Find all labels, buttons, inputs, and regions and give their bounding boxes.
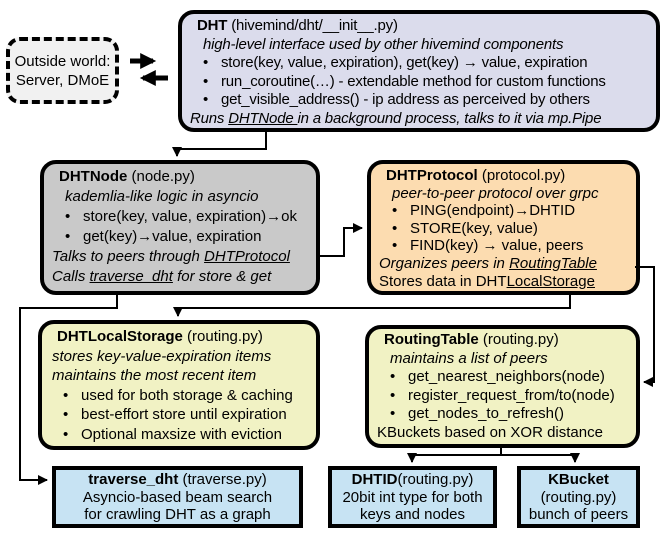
dhtnode-bullet: store(key, value, expiration)→ok bbox=[44, 207, 316, 227]
kbucket-title: KBucket bbox=[548, 471, 609, 488]
dhtprotocol-file-name: (protocol.py) bbox=[481, 167, 566, 184]
dhtlocalstorage-tagline1: stores key-value-expiration items bbox=[52, 347, 272, 365]
dhtnode-note1: Talks to peers through DHTProtocol bbox=[52, 248, 290, 265]
dhtlocalstorage-bullet: used for both storage & caching bbox=[42, 386, 316, 406]
connector-dht-to-dhtnode bbox=[172, 130, 267, 157]
dhtlocalstorage-bullet: Optional maxsize with eviction bbox=[42, 425, 316, 445]
connector-dhtprotocol-to-dhtlocalstorage bbox=[173, 292, 571, 317]
dhtprotocol-bullet: STORE(key, value) bbox=[371, 220, 636, 238]
dht-title: DHT (hivemind/dht/__init__.py) bbox=[182, 17, 656, 36]
dht-box: DHT (hivemind/dht/__init__.py) high-leve… bbox=[178, 10, 660, 132]
dhtlocalstorage-file-name: (routing.py) bbox=[187, 328, 263, 345]
dhtnode-note2: Calls traverse_dht for store & get bbox=[52, 268, 272, 285]
dht-tagline: high-level interface used by other hivem… bbox=[203, 35, 564, 53]
dhtprotocol-tagline: peer-to-peer protocol over grpc bbox=[392, 184, 599, 202]
traversedht-function-name: traverse_dht bbox=[88, 471, 179, 488]
traversedht-box: traverse_dht (traverse.py) Asyncio-based… bbox=[52, 466, 303, 528]
kbucket-file-name: (routing.py) bbox=[540, 488, 617, 506]
dhtid-file-name: (routing.py) bbox=[397, 471, 474, 488]
dht-footer: Runs DHTNode in a background process, ta… bbox=[190, 109, 602, 127]
dhtnode-title: DHTNode (node.py) bbox=[44, 167, 316, 187]
connector-dhtnode-to-dhtprotocol bbox=[317, 223, 363, 257]
dhtlocalstorage-tagline2: maintains the most recent item bbox=[52, 367, 257, 384]
dhtnode-reference: DHTNode bbox=[228, 109, 298, 127]
traversedht-reference: traverse_dht bbox=[89, 268, 173, 285]
routingtable-reference: RoutingTable bbox=[509, 254, 597, 272]
dhtnode-bullet: get(key)→value, expiration bbox=[44, 227, 316, 247]
traversedht-file-name: (traverse.py) bbox=[182, 471, 267, 488]
dht-class-name: DHT bbox=[197, 17, 228, 34]
dht-file-name: (hivemind/dht/__init__.py) bbox=[231, 17, 398, 34]
dhtprotocol-bullet: PING(endpoint)→DHTID bbox=[371, 202, 636, 220]
routingtable-footer: KBuckets based on XOR distance bbox=[377, 423, 603, 441]
dhtlocalstorage-title: DHTLocalStorage (routing.py) bbox=[42, 327, 316, 347]
routingtable-file-name: (routing.py) bbox=[482, 331, 559, 348]
dhtid-line: keys and nodes bbox=[359, 506, 466, 523]
dhtprotocol-note2: Stores data in DHTLocalStorage bbox=[379, 272, 595, 290]
outside-world-box: Outside world: Server, DMoE bbox=[6, 37, 119, 104]
dhtid-class-name: DHTID bbox=[351, 471, 398, 488]
routingtable-bullet: register_request_from/to(node) bbox=[369, 387, 636, 406]
dht-bullet: get_visible_address() - ip address as pe… bbox=[182, 91, 656, 110]
traversedht-line: for crawling DHT as a graph bbox=[84, 506, 271, 523]
routingtable-title: RoutingTable (routing.py) bbox=[369, 331, 636, 350]
kbucket-line: bunch of peers bbox=[528, 506, 629, 523]
dhtprotocol-reference: DHTProtocol bbox=[204, 248, 290, 265]
dhtid-line: 20bit int type for both bbox=[342, 488, 483, 506]
kbucket-box: KBucket (routing.py) bunch of peers bbox=[517, 466, 640, 528]
outside-world-line2: Server, DMoE bbox=[15, 71, 110, 89]
dht-bullet: store(key, value, expiration), get(key) … bbox=[182, 54, 656, 73]
dhtid-title: DHTID(routing.py) bbox=[332, 471, 493, 489]
routingtable-class-name: RoutingTable bbox=[384, 331, 479, 348]
dhtnode-tagline: kademlia-like logic in asyncio bbox=[65, 188, 259, 205]
dhtprotocol-title: DHTProtocol (protocol.py) bbox=[371, 167, 636, 185]
dhtprotocol-class-name: DHTProtocol bbox=[386, 167, 478, 184]
dhtprotocol-box: DHTProtocol (protocol.py) peer-to-peer p… bbox=[367, 160, 640, 295]
routingtable-tagline: maintains a list of peers bbox=[390, 349, 548, 367]
dhtnode-class-name: DHTNode bbox=[59, 168, 128, 185]
localstorage-reference: LocalStorage bbox=[506, 272, 595, 290]
dhtlocalstorage-class-name: DHTLocalStorage bbox=[57, 328, 183, 345]
routingtable-bullet: get_nodes_to_refresh() bbox=[369, 405, 636, 424]
outside-world-line1: Outside world: bbox=[14, 52, 111, 70]
dht-bullet: run_coroutine(…) - extendable method for… bbox=[182, 73, 656, 92]
dhtid-box: DHTID(routing.py) 20bit int type for bot… bbox=[328, 466, 497, 528]
dhtlocalstorage-box: DHTLocalStorage (routing.py) stores key-… bbox=[38, 320, 320, 450]
dhtprotocol-bullet: FIND(key) → value, peers bbox=[371, 237, 636, 255]
routingtable-box: RoutingTable (routing.py) maintains a li… bbox=[365, 325, 640, 448]
traversedht-line: Asyncio-based beam search bbox=[82, 488, 273, 506]
dhtnode-box: DHTNode (node.py) kademlia-like logic in… bbox=[40, 160, 320, 295]
dhtprotocol-note1: Organizes peers in RoutingTable bbox=[379, 254, 597, 272]
dhtlocalstorage-bullet: best-effort store until expiration bbox=[42, 405, 316, 425]
routingtable-bullet: get_nearest_neighbors(node) bbox=[369, 368, 636, 387]
dhtnode-file-name: (node.py) bbox=[131, 168, 195, 185]
traversedht-title: traverse_dht (traverse.py) bbox=[56, 471, 299, 489]
